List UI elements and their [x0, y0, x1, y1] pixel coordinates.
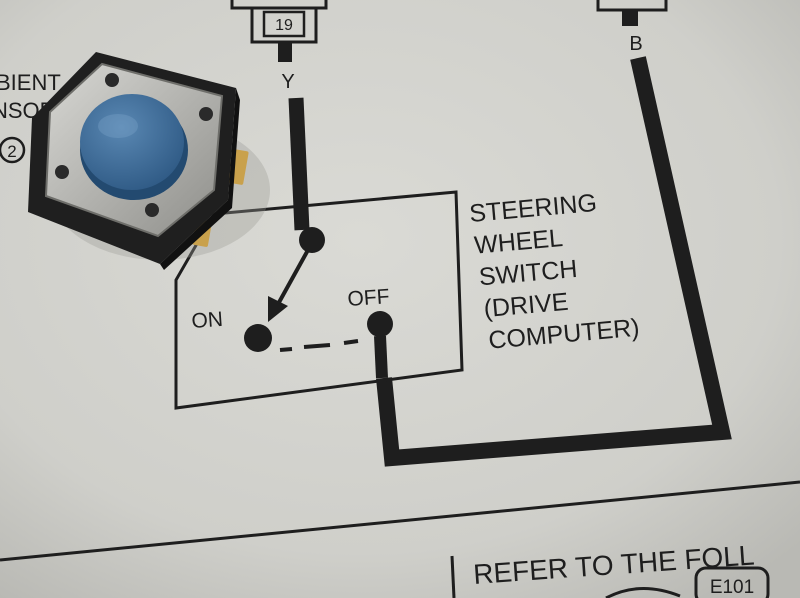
on-contact [244, 324, 272, 352]
switch-box [174, 190, 464, 410]
connector-code: E101 [710, 577, 754, 598]
sensor-label-line-1: BIENT [0, 70, 61, 95]
switch-off-label: OFF [347, 285, 391, 311]
wires [288, 56, 732, 467]
connector-badge-e101: E101 [605, 566, 770, 598]
connector-19: 19 [230, 0, 328, 62]
switch-contacts [244, 227, 393, 379]
switch-arrow [268, 296, 288, 322]
wire-left-color: Y [281, 71, 294, 93]
table-lines [0, 480, 800, 598]
connector-right [596, 0, 668, 26]
connector-number: 19 [275, 17, 293, 34]
sensor-pin: 2 [7, 142, 16, 161]
wire-right-color: B [629, 33, 642, 55]
off-contact [367, 311, 393, 337]
switch-on-label: ON [191, 308, 224, 333]
sensor-pin-circle [0, 136, 26, 164]
tactile-push-button [28, 52, 270, 270]
